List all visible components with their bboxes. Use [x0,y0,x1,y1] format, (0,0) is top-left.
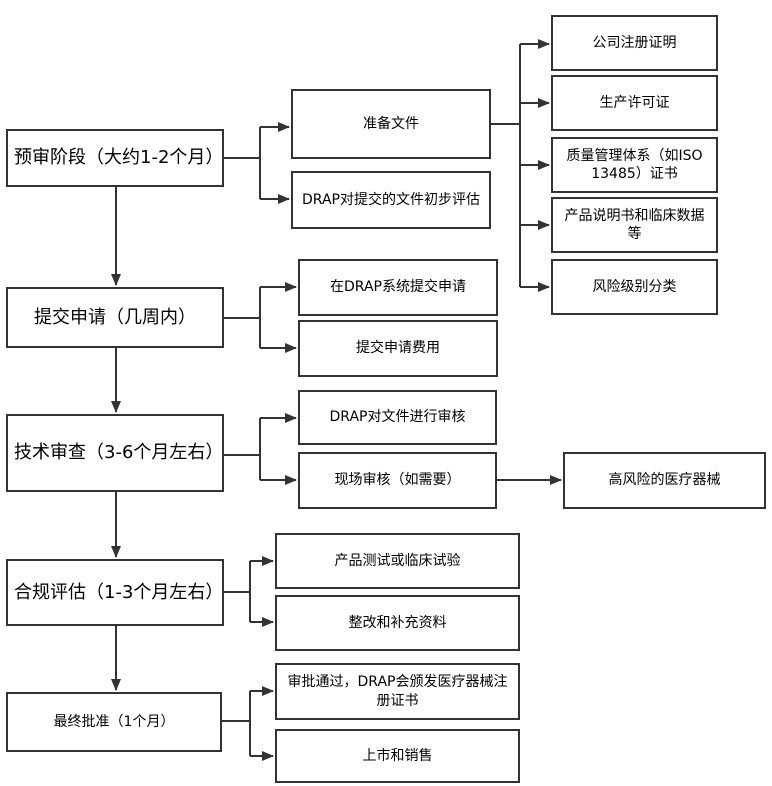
step-submit-in-system: 在DRAP系统提交申请 [298,259,498,316]
doc-production-license: 生产许可证 [551,75,718,131]
step-rectify-supplement: 整改和补充资料 [275,595,520,651]
step-approval-certificate: 审批通过，DRAP会颁发医疗器械注册证书 [275,663,520,720]
step-pay-fee: 提交申请费用 [298,320,498,377]
step-initial-evaluation: DRAP对提交的文件初步评估 [291,171,491,229]
stage-final-approval: 最终批准（1个月） [6,692,222,752]
doc-risk-classification: 风险级别分类 [551,259,718,315]
step-site-audit: 现场审核（如需要） [298,452,497,509]
high-risk-devices: 高风险的医疗器械 [563,452,766,509]
stage-pre-review: 预审阶段（大约1-2个月） [6,129,224,187]
doc-qms-certificate: 质量管理体系（如ISO 13485）证书 [551,137,718,193]
stage-submission: 提交申请（几周内） [6,287,224,348]
step-market-sales: 上市和销售 [275,729,520,783]
step-prepare-documents: 准备文件 [291,89,491,159]
doc-company-registration: 公司注册证明 [551,15,718,71]
stage-technical-review: 技术审查（3-6个月左右） [6,414,224,492]
stage-compliance-assessment: 合规评估（1-3个月左右） [6,559,224,626]
step-product-testing: 产品测试或临床试验 [275,533,520,589]
step-document-review: DRAP对文件进行审核 [298,390,497,445]
doc-manual-clinical-data: 产品说明书和临床数据等 [551,197,718,253]
